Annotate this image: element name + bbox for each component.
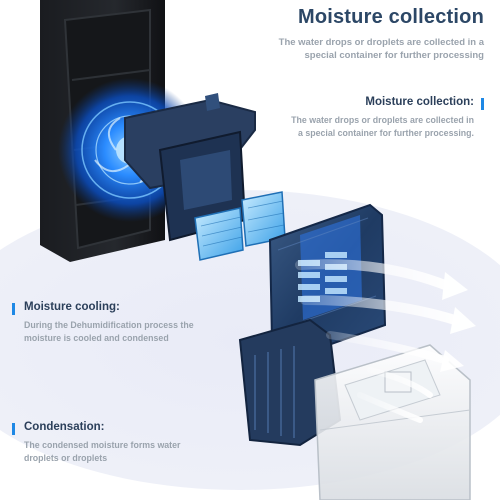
accent-bar bbox=[12, 423, 15, 435]
condensation-callout: Condensation: The condensed moisture for… bbox=[12, 421, 184, 464]
water-tank bbox=[314, 344, 471, 500]
callout-body: During the Dehumidification process the … bbox=[24, 320, 194, 343]
moisture-collection-callout: Moisture collection: The water drops or … bbox=[284, 96, 484, 139]
callout-heading: Moisture cooling: bbox=[24, 301, 120, 313]
callout-body: The condensed moisture forms water dropl… bbox=[24, 440, 181, 463]
page-subtitle: The water drops or droplets are collecte… bbox=[278, 37, 484, 61]
callout-heading: Moisture collection: bbox=[365, 96, 474, 108]
callout-heading: Condensation: bbox=[24, 421, 105, 433]
accent-bar bbox=[12, 303, 15, 315]
filter-cartridges bbox=[194, 191, 286, 261]
accent-bar bbox=[481, 98, 484, 110]
lower-chassis bbox=[238, 318, 342, 447]
page-title: Moisture collection bbox=[297, 6, 484, 28]
callout-body: The water drops or droplets are collecte… bbox=[291, 115, 474, 138]
moisture-cooling-callout: Moisture cooling: During the Dehumidific… bbox=[12, 301, 194, 344]
airflow-arrows bbox=[295, 259, 476, 423]
condenser-coil bbox=[268, 203, 387, 357]
